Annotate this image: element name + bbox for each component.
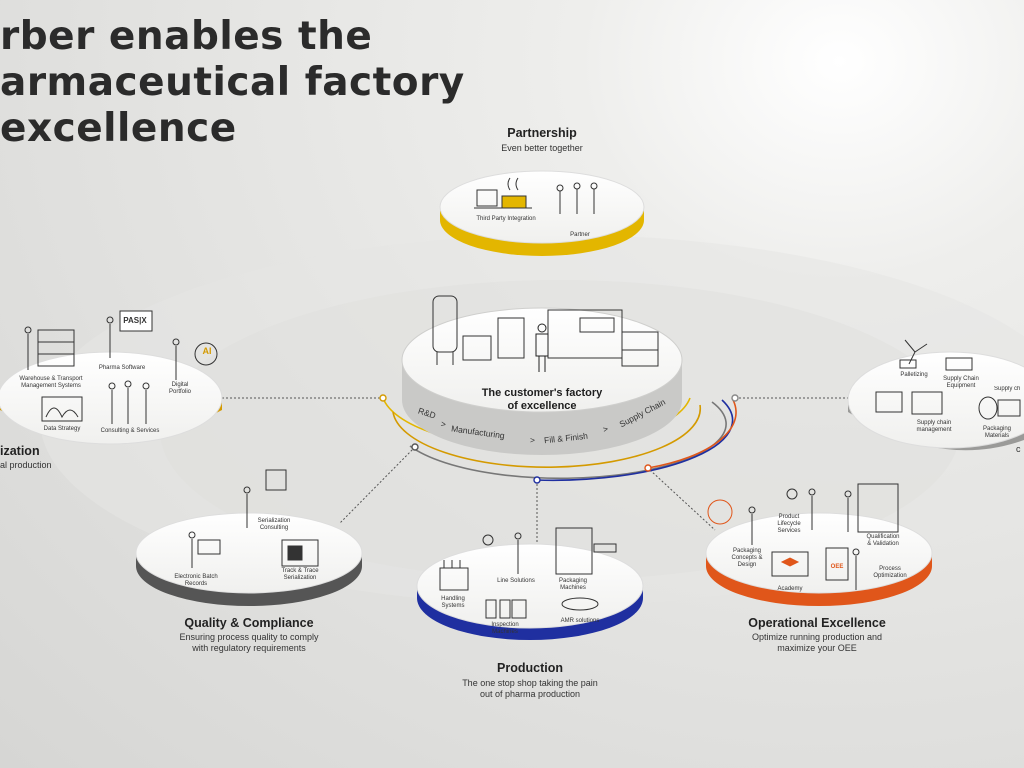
track-trace-icon — [281, 539, 319, 567]
connector-dots — [379, 394, 739, 484]
center-title-line-2: of excellence — [507, 400, 577, 412]
handling-systems-icon — [439, 560, 469, 591]
academy-icon — [771, 551, 809, 577]
center-title-line-1: The customer's factory — [481, 387, 603, 399]
packaging-machines-icon — [555, 527, 617, 575]
qualification-validation-icon — [844, 483, 899, 533]
qualification-validation-label: Qualification& Validation — [866, 534, 900, 547]
production-title: Production — [497, 661, 563, 675]
palletizing-robot-icon — [899, 339, 928, 369]
partnership-title: Partnership — [507, 126, 577, 140]
serialization-consulting-icon — [243, 469, 287, 528]
headline-line-2: armaceutical factory — [0, 60, 465, 105]
line-solutions-label: Line Solutions — [497, 578, 535, 584]
data-strategy-icon — [41, 396, 83, 422]
supply-chain-management-icon — [875, 391, 943, 415]
partner-label: Partner — [570, 232, 590, 238]
academy-label: Academy — [777, 586, 803, 592]
headline-line-3: excellence — [0, 106, 237, 151]
digitalization-subtitle: al production — [0, 460, 52, 470]
consulting-services-label: Consulting & Services — [100, 428, 160, 434]
operational-title: Operational Excellence — [748, 616, 886, 630]
warehouse-icon — [24, 326, 75, 370]
pharma-software-icon — [106, 310, 153, 358]
amr-solutions-icon — [561, 597, 599, 611]
connector-lines — [222, 397, 850, 547]
stage-separator: > — [530, 435, 535, 445]
oee-badge: OEE — [830, 564, 844, 570]
third-party-integration-label: Third Party Integration — [476, 216, 536, 222]
supply-chain-equipment-icon — [945, 357, 973, 371]
ai-badge: AI — [202, 346, 212, 356]
partnership-platform — [439, 170, 645, 256]
palletizing-label: Palletizing — [900, 372, 928, 378]
data-strategy-label: Data Strategy — [43, 426, 81, 432]
center-platform — [401, 307, 683, 455]
operational-platform — [705, 512, 933, 606]
production-platform — [416, 543, 644, 640]
digitalization-title: ization — [0, 444, 40, 458]
partner-figures-icon — [556, 182, 598, 214]
supply-chain-edge-fragment: c — [1016, 444, 1021, 454]
headline-line-1: rber enables the — [0, 14, 373, 59]
consulting-figures-icon — [108, 380, 150, 424]
process-optimization-icon — [825, 547, 860, 590]
pasx-badge: PAS|X — [123, 315, 147, 325]
amr-solutions-label: AMR solutions — [560, 618, 600, 624]
pharma-software-label: Pharma Software — [98, 365, 146, 371]
quality-title: Quality & Compliance — [184, 616, 314, 630]
packaging-concepts-icon — [707, 499, 756, 545]
page-headline: rber enables the armaceutical factory ex… — [0, 14, 465, 152]
product-lifecycle-icon — [786, 488, 816, 530]
digital-portfolio-icon — [172, 338, 218, 380]
partnership-subtitle: Even better together — [501, 143, 583, 153]
operator-figure-icon — [535, 323, 549, 372]
packaging-materials-icon — [978, 396, 1021, 420]
supply-chain-fragment-label: Supply ch — [994, 386, 1021, 392]
center-title: The customer's factory of excellence — [442, 387, 642, 413]
electronic-batch-records-icon — [188, 531, 221, 568]
third-party-integration-icon — [474, 177, 532, 209]
line-solutions-icon — [482, 532, 522, 574]
inspection-machines-icon — [485, 599, 527, 619]
